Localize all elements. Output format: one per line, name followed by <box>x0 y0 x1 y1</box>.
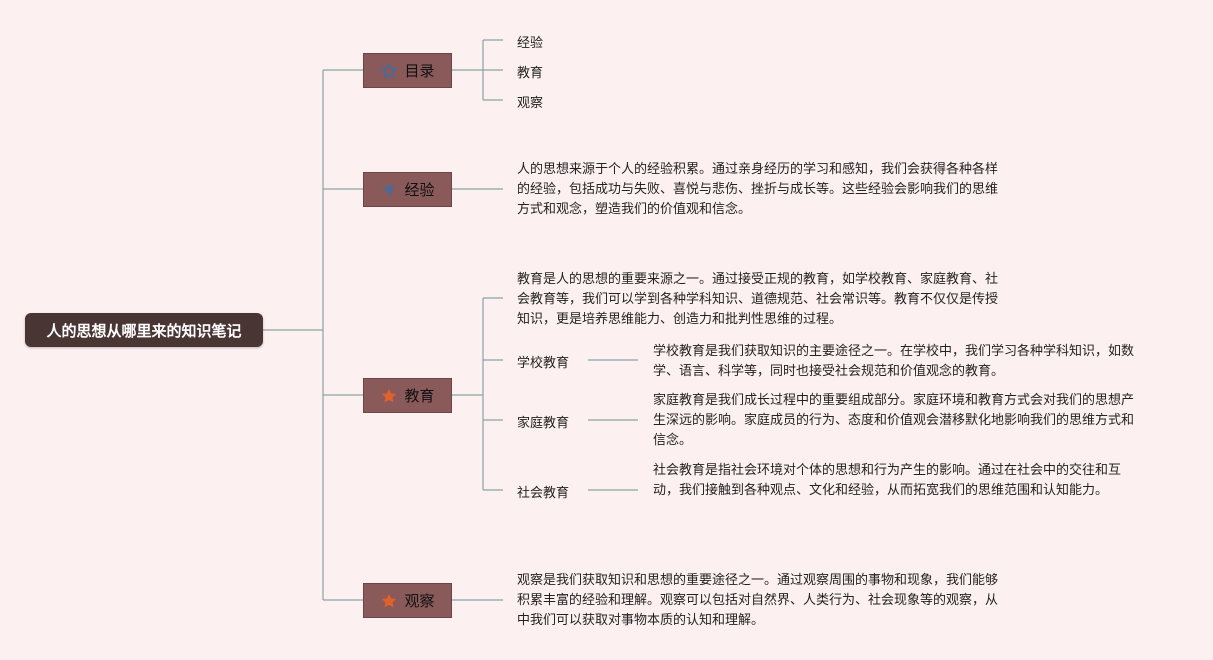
branch-toc[interactable]: 目录 <box>363 53 452 88</box>
family-education-text: 家庭教育是我们成长过程中的重要组成部分。家庭环境和教育方式会对我们的思想产生深远… <box>653 393 1135 448</box>
branch-toc-label: 目录 <box>404 62 435 80</box>
branch-experience[interactable]: 经验 <box>363 172 452 207</box>
branch-observation[interactable]: 观察 <box>363 583 452 618</box>
root-topic-label: 人的思想从哪里来的知识笔记 <box>46 321 242 340</box>
root-topic[interactable]: 人的思想从哪里来的知识笔记 <box>25 313 263 347</box>
toc-item-experience[interactable]: 经验 <box>517 36 544 51</box>
paper-plane-icon <box>380 181 398 199</box>
star-icon <box>380 387 398 405</box>
branch-observation-label: 观察 <box>404 592 435 610</box>
school-education-text: 学校教育是我们获取知识的主要途径之一。在学校中，我们学习各种学科知识，如数学、语… <box>653 344 1135 379</box>
society-education-text: 社会教育是指社会环境对个体的思想和行为产生的影响。通过在社会中的交往和互动，我们… <box>653 463 1122 498</box>
education-sub-family[interactable]: 家庭教育 <box>517 416 570 431</box>
observation-text: 观察是我们获取知识和思想的重要途径之一。通过观察周围的事物和现象，我们能够积累丰… <box>517 573 999 628</box>
education-sub-society[interactable]: 社会教育 <box>517 486 570 501</box>
education-sub-school[interactable]: 学校教育 <box>517 356 570 371</box>
branch-education-label: 教育 <box>404 387 435 405</box>
branch-education[interactable]: 教育 <box>363 378 452 413</box>
experience-text: 人的思想来源于个人的经验积累。通过亲身经历的学习和感知，我们会获得各种各样的经验… <box>517 162 999 217</box>
toc-item-education[interactable]: 教育 <box>517 66 544 81</box>
star-icon <box>380 592 398 610</box>
toc-item-observation[interactable]: 观察 <box>517 96 544 111</box>
education-text: 教育是人的思想的重要来源之一。通过接受正规的教育，如学校教育、家庭教育、社会教育… <box>517 272 999 327</box>
outline-star-icon <box>380 62 398 80</box>
branch-experience-label: 经验 <box>404 181 435 199</box>
